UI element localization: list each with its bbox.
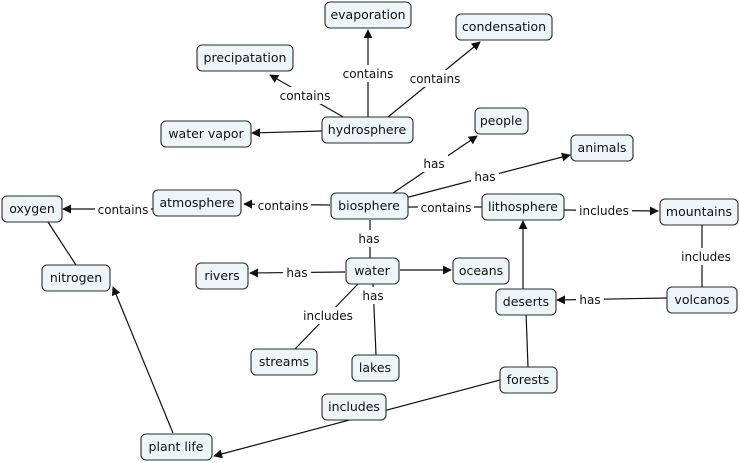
label-hydro-precipatation: contains [277, 87, 333, 104]
node-label: evaporation [330, 7, 405, 22]
node-label: condensation [462, 19, 546, 34]
label-mountains-volcanos: includes [678, 248, 734, 265]
node-label: forests [507, 372, 550, 387]
node-forests[interactable]: forests [499, 366, 558, 394]
node-rivers[interactable]: rivers [195, 262, 249, 290]
label-water-rivers: has [283, 264, 311, 281]
node-label: biosphere [338, 198, 400, 213]
node-oxygen[interactable]: oxygen [1, 195, 63, 223]
node-label: deserts [503, 294, 549, 309]
node-biosphere[interactable]: biosphere [330, 192, 409, 220]
node-hydrosphere[interactable]: hydrosphere [321, 116, 414, 144]
linking-phrase: includes [681, 250, 731, 264]
node-atmosphere[interactable]: atmosphere [152, 189, 242, 217]
node-label: volcanos [674, 292, 729, 307]
label-water-lakes: has [359, 287, 387, 304]
node-deserts[interactable]: deserts [495, 288, 557, 316]
label-bio-animals: has [471, 168, 499, 185]
node-people[interactable]: people [474, 107, 529, 135]
node-label: atmosphere [160, 195, 235, 210]
node-evaporation[interactable]: evaporation [324, 1, 412, 29]
linking-phrase: includes [303, 309, 353, 323]
linking-phrase: has [474, 170, 495, 184]
label-bio-atmosphere: contains [255, 197, 311, 214]
node-label: streams [259, 354, 309, 369]
linking-phrase: has [423, 157, 444, 171]
node-water[interactable]: water [345, 257, 400, 285]
node-includes-phrase[interactable]: includes [321, 393, 387, 421]
node-water-vapor[interactable]: water vapor [160, 120, 252, 148]
node-label: water [354, 263, 390, 278]
node-label: mountains [666, 204, 732, 219]
node-precipatation[interactable]: precipatation [196, 44, 294, 72]
node-animals[interactable]: animals [570, 134, 634, 162]
label-litho-mountains: includes [576, 202, 632, 219]
linking-phrase: has [358, 232, 379, 246]
node-label: hydrosphere [328, 122, 407, 137]
node-label: water vapor [168, 126, 244, 141]
linking-phrase: has [579, 293, 600, 307]
linking-phrase: includes [328, 399, 380, 414]
linking-phrase: contains [343, 67, 394, 81]
label-bio-lithosphere: contains [418, 199, 474, 216]
linking-phrase: includes [579, 204, 629, 218]
node-label: animals [578, 140, 627, 155]
linking-phrase: contains [258, 199, 309, 213]
node-label: precipatation [204, 50, 287, 65]
node-label: oxygen [9, 201, 55, 216]
label-volcanos-deserts: has [576, 291, 604, 308]
line-forests-deserts [525, 311, 529, 368]
node-label: lithosphere [488, 199, 558, 214]
node-label: people [480, 113, 523, 128]
line-hydrosphere-watervapor [251, 128, 323, 138]
node-volcanos[interactable]: volcanos [666, 286, 738, 314]
node-streams[interactable]: streams [250, 348, 318, 376]
node-oceans[interactable]: oceans [452, 257, 510, 285]
node-label: nitrogen [50, 270, 102, 285]
linking-phrase: contains [98, 203, 149, 217]
node-lakes[interactable]: lakes [351, 354, 400, 382]
label-hydro-evaporation: contains [340, 65, 396, 82]
linking-phrase: has [362, 289, 383, 303]
label-water-streams: includes [300, 307, 356, 324]
label-atmo-oxygen: contains [95, 201, 151, 218]
node-label: oceans [459, 263, 503, 278]
line-volcanos-deserts [556, 295, 668, 305]
node-label: lakes [359, 360, 391, 375]
line-plantlife-nitrogen [111, 286, 174, 434]
node-lithosphere[interactable]: lithosphere [481, 193, 565, 221]
label-hydro-condensation: contains [407, 70, 463, 87]
linking-phrase: contains [280, 89, 331, 103]
node-label: plant life [149, 439, 204, 454]
line-oxygen-nitrogen [47, 221, 77, 266]
linking-phrase: contains [421, 201, 472, 215]
node-condensation[interactable]: condensation [455, 13, 553, 41]
link-labels: contains contains contains has has conta… [95, 65, 734, 324]
linking-phrase: contains [410, 72, 461, 86]
linking-phrase: has [286, 266, 307, 280]
node-label: rivers [204, 268, 239, 283]
label-bio-water: has [355, 230, 383, 247]
label-bio-people: has [420, 155, 448, 172]
node-nitrogen[interactable]: nitrogen [41, 264, 111, 292]
node-mountains[interactable]: mountains [659, 198, 739, 226]
node-plant-life[interactable]: plant life [140, 433, 213, 461]
